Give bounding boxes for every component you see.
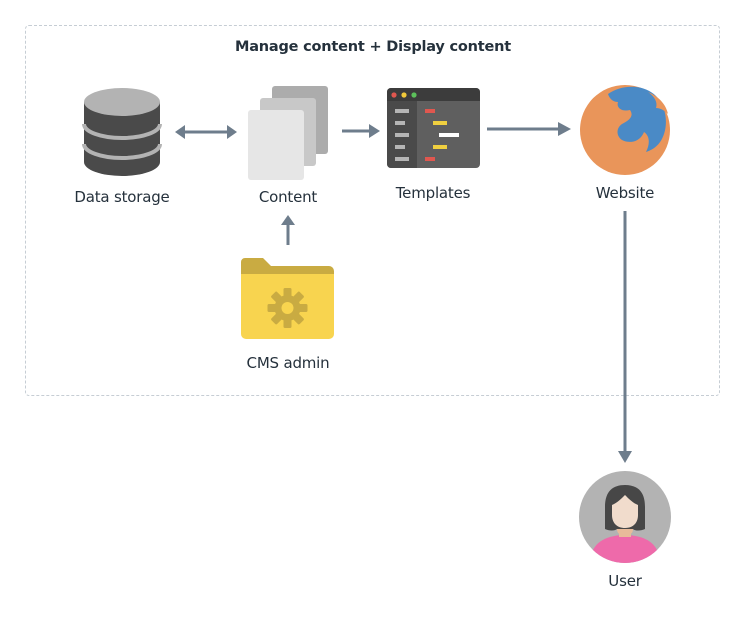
database-icon (82, 86, 162, 178)
arrow-website-to-user (617, 211, 633, 463)
node-label-content: Content (258, 188, 318, 206)
firefox-browser-icon (578, 82, 672, 176)
node-label-data-storage: Data storage (74, 188, 170, 206)
group-title: Manage content + Display content (234, 39, 512, 55)
node-label-cms-admin: CMS admin (246, 354, 330, 372)
user-avatar-icon (579, 471, 671, 563)
node-label-templates: Templates (395, 184, 471, 202)
node-label-website: Website (595, 184, 655, 202)
arrow-content-to-templates (342, 123, 380, 139)
arrow-cms-to-content (280, 215, 296, 245)
arrow-bidirectional (175, 124, 237, 140)
node-label-user: User (608, 572, 642, 590)
folder-gear-icon (241, 258, 335, 340)
group-boundary (25, 25, 720, 396)
code-editor-window-icon (387, 88, 480, 168)
documents-stack-icon (246, 86, 330, 182)
arrow-templates-to-website (487, 121, 571, 137)
